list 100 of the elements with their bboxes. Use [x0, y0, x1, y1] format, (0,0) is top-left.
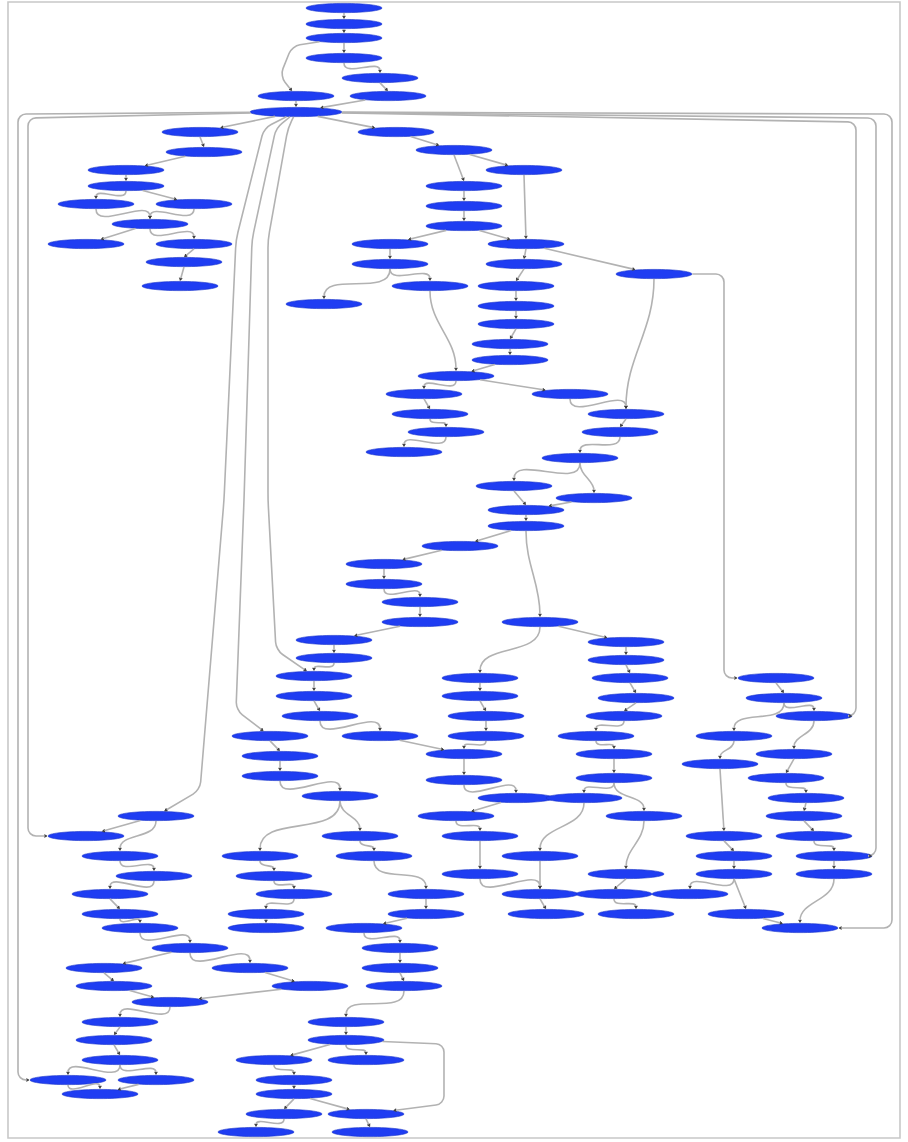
ellipse-node — [477, 281, 555, 291]
arrow — [103, 972, 114, 981]
arrow — [522, 248, 527, 259]
arrow — [524, 514, 528, 521]
arrow — [294, 100, 298, 107]
arrow — [100, 227, 137, 241]
arrow — [785, 782, 808, 793]
arrow — [179, 266, 185, 281]
arrow — [625, 664, 631, 673]
ellipse-node — [257, 91, 335, 101]
arrow — [629, 682, 636, 693]
ellipse-node — [75, 981, 153, 991]
ellipse-node — [115, 871, 193, 881]
ellipse-node — [587, 869, 665, 879]
ellipse-node — [485, 259, 563, 269]
arrow — [508, 348, 512, 355]
ellipse-node — [745, 693, 823, 703]
arrow — [322, 268, 391, 299]
ellipse-node — [407, 427, 485, 437]
ellipse-node — [421, 541, 499, 551]
ellipse-node — [305, 53, 383, 63]
arrow — [118, 820, 157, 851]
ellipse-node — [587, 655, 665, 665]
arrow — [762, 917, 783, 925]
arrow — [144, 155, 187, 167]
ellipse-node — [341, 73, 419, 83]
ellipse-node — [575, 889, 653, 899]
arrow — [278, 760, 282, 771]
arrow — [128, 989, 154, 999]
arrow — [455, 820, 482, 831]
arrow — [732, 860, 736, 869]
arrow — [786, 758, 795, 773]
arrow — [578, 436, 621, 453]
arrow — [267, 116, 307, 672]
arrow — [264, 918, 268, 923]
arrow — [514, 290, 518, 301]
ellipse-node — [795, 869, 873, 879]
arrow — [359, 840, 376, 851]
ellipse-node — [425, 181, 503, 191]
ellipse-node — [141, 281, 219, 291]
ellipse-node — [381, 617, 459, 627]
arrow — [538, 860, 542, 889]
ellipse-node — [221, 851, 299, 861]
ellipse-node — [81, 1017, 159, 1027]
arrow — [119, 918, 142, 923]
ellipse-node — [321, 831, 399, 841]
ellipse-node — [447, 711, 525, 721]
arrow — [124, 174, 128, 181]
ellipse-node — [441, 673, 519, 683]
ellipse-node — [75, 1035, 153, 1045]
arrow — [309, 1097, 350, 1111]
arrow — [424, 898, 428, 909]
arrow — [94, 190, 127, 199]
arrow — [363, 932, 402, 943]
arrow — [342, 42, 346, 53]
arrow — [595, 740, 616, 749]
ellipse-node — [597, 693, 675, 703]
ellipse-node — [255, 1089, 333, 1099]
ellipse-node — [587, 637, 665, 647]
arrow — [117, 1083, 140, 1091]
arrow — [118, 1006, 171, 1017]
arrow — [523, 174, 528, 239]
ellipse-node — [417, 371, 495, 381]
arrow — [733, 878, 747, 909]
arrow — [479, 700, 486, 711]
ellipse-node — [501, 617, 579, 627]
ellipse-node — [685, 831, 763, 841]
arrow — [688, 878, 735, 889]
arrow — [343, 62, 382, 73]
arrow — [462, 210, 466, 221]
ellipse-node — [131, 997, 209, 1007]
arrow — [119, 1064, 158, 1075]
arrow — [613, 898, 638, 909]
arrow — [569, 398, 628, 409]
arrow — [614, 878, 627, 889]
ellipse-node — [471, 339, 549, 349]
ellipse-node — [81, 909, 159, 919]
arrow — [475, 529, 512, 543]
arrow — [342, 12, 346, 19]
ellipse-node — [47, 831, 125, 841]
ellipse-node — [357, 127, 435, 137]
ellipse-node — [501, 889, 579, 899]
ellipse-node — [325, 923, 403, 933]
ellipse-node — [81, 1055, 159, 1065]
ellipse-node — [117, 811, 195, 821]
ellipse-node — [295, 653, 373, 663]
ellipse-node — [345, 559, 423, 569]
ellipse-node — [365, 981, 443, 991]
arrow — [264, 898, 295, 909]
ellipse-node — [71, 889, 149, 899]
ellipse-node — [145, 257, 223, 267]
arrow — [284, 1098, 295, 1109]
arrow — [67, 1083, 102, 1090]
ellipse-node — [331, 1127, 409, 1137]
ellipse-node — [295, 635, 373, 645]
ellipse-node — [117, 1075, 195, 1085]
arrow — [620, 418, 627, 427]
arrow — [344, 990, 405, 1017]
arrow — [478, 229, 511, 241]
ellipse-node — [737, 673, 815, 683]
